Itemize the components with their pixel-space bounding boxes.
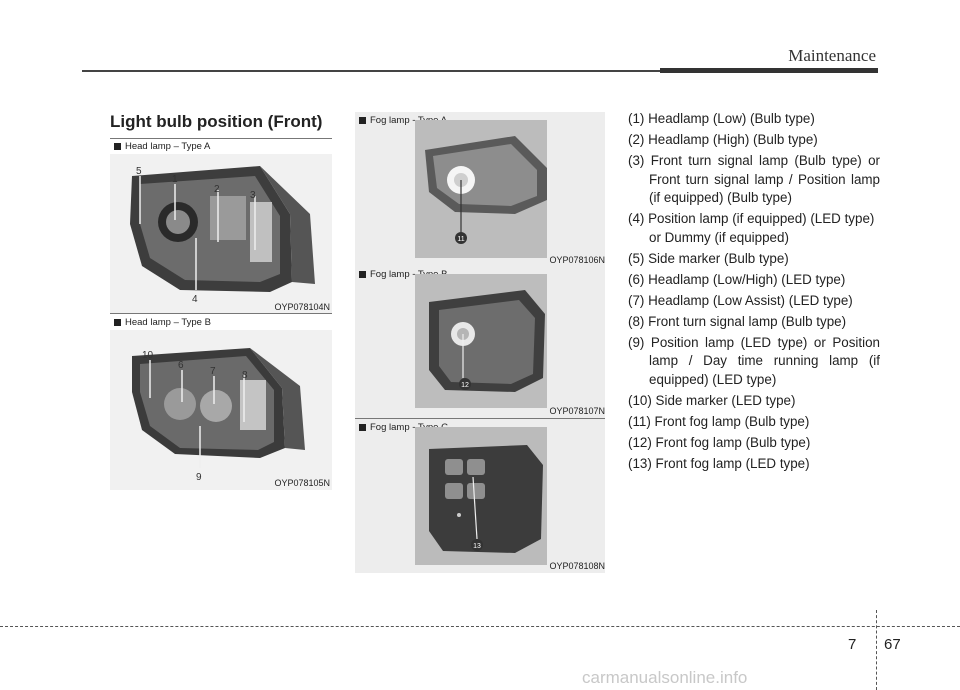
callout-number: 8 — [242, 370, 248, 381]
page-title: Light bulb position (Front) — [110, 112, 323, 131]
foglamp-type-b-image: 12 — [415, 274, 547, 408]
figure-code: OYP078108N — [549, 561, 605, 571]
callout-number: 12 — [461, 382, 469, 389]
figure-caption: Fog lamp - Type C — [359, 422, 448, 433]
callout-number: 7 — [210, 366, 216, 377]
caption-text: Fog lamp - Type B — [370, 269, 448, 280]
figure-caption: Fog lamp - Type B — [359, 269, 447, 280]
list-item: (12) Front fog lamp (Bulb type) — [628, 434, 811, 450]
list-item: (6) Headlamp (Low/High) (LED type) — [628, 271, 846, 287]
caption-rule — [110, 138, 332, 139]
callout-number: 10 — [142, 350, 154, 361]
list-item: (9) Position lamp (LED type) or Position… — [628, 334, 880, 387]
bullet-square-icon — [114, 143, 121, 150]
header-rule-accent — [660, 68, 878, 73]
figure-code: OYP078104N — [274, 302, 330, 312]
callout-number: 9 — [196, 472, 202, 483]
watermark-text: carmanualsonline.info — [582, 668, 748, 687]
figure-code: OYP078107N — [549, 406, 605, 416]
list-item: (5) Side marker (Bulb type) — [628, 250, 789, 266]
callout-number: 6 — [178, 360, 184, 371]
caption-text: Head lamp – Type B — [125, 317, 211, 328]
header-rule — [82, 70, 878, 72]
list-item: (11) Front fog lamp (Bulb type) — [628, 413, 810, 429]
bulb-position-list: (1) Headlamp (Low) (Bulb type) (2) Headl… — [628, 110, 880, 476]
list-item: (10) Side marker (LED type) — [628, 392, 796, 408]
caption-text: Fog lamp - Type C — [370, 422, 448, 433]
bullet-square-icon — [359, 424, 366, 431]
figure-caption: Fog lamp - Type A — [359, 115, 447, 126]
list-item: (1) Headlamp (Low) (Bulb type) — [628, 111, 815, 126]
foglamp-type-c-image: 13 — [415, 427, 547, 565]
callout-number: 13 — [473, 543, 481, 550]
list-item: (13) Front fog lamp (LED type) — [628, 455, 810, 471]
headlamp-type-b-image: 10 6 7 8 9 — [110, 330, 332, 490]
figure-foglamp-type-b: Fog lamp - Type B 12 OYP078107N — [355, 266, 605, 418]
figure-bottom-rule — [355, 418, 605, 419]
list-item: (3) Front turn signal lamp (Bulb type) o… — [628, 153, 880, 205]
figure-headlamp-type-a: Head lamp – Type A 5 1 2 3 4 OYP078104N — [110, 138, 332, 314]
figure-bottom-rule — [110, 313, 332, 314]
list-item: (2) Headlamp (High) (Bulb type) — [628, 132, 818, 147]
figure-code: OYP078106N — [549, 255, 605, 265]
bullet-square-icon — [359, 117, 366, 124]
callout-number: 2 — [214, 184, 220, 195]
figure-headlamp-type-b: Head lamp – Type B 10 6 7 8 9 OYP078105N — [110, 314, 332, 490]
callout-number: 11 — [457, 236, 464, 243]
figure-foglamp-type-c: Fog lamp - Type C 13 OYP078108N — [355, 419, 605, 573]
footer-rule — [0, 626, 960, 627]
callout-number: 1 — [172, 174, 178, 185]
page-number: 67 — [884, 636, 901, 653]
figure-caption: Head lamp – Type B — [114, 317, 211, 328]
figure-code: OYP078105N — [274, 478, 330, 488]
list-item: (7) Headlamp (Low Assist) (LED type) — [628, 292, 853, 308]
callout-number: 4 — [192, 294, 198, 305]
section-header: Maintenance — [788, 46, 876, 65]
footer-divider — [876, 610, 877, 690]
list-item: (4) Position lamp (if equipped) (LED typ… — [628, 211, 875, 245]
callout-number: 3 — [250, 190, 256, 201]
foglamp-type-a-image: 11 — [415, 120, 547, 258]
callout-number: 5 — [136, 166, 142, 177]
figure-caption: Head lamp – Type A — [114, 141, 210, 152]
list-item: (8) Front turn signal lamp (Bulb type) — [628, 313, 847, 329]
headlamp-type-a-image: 5 1 2 3 4 — [110, 154, 332, 314]
bullet-square-icon — [114, 319, 121, 326]
figure-foglamp-type-a: Fog lamp - Type A 11 OYP078106N — [355, 112, 605, 268]
caption-text: Fog lamp - Type A — [370, 115, 447, 126]
caption-text: Head lamp – Type A — [125, 141, 211, 152]
chapter-number: 7 — [848, 636, 857, 653]
bullet-square-icon — [359, 271, 366, 278]
